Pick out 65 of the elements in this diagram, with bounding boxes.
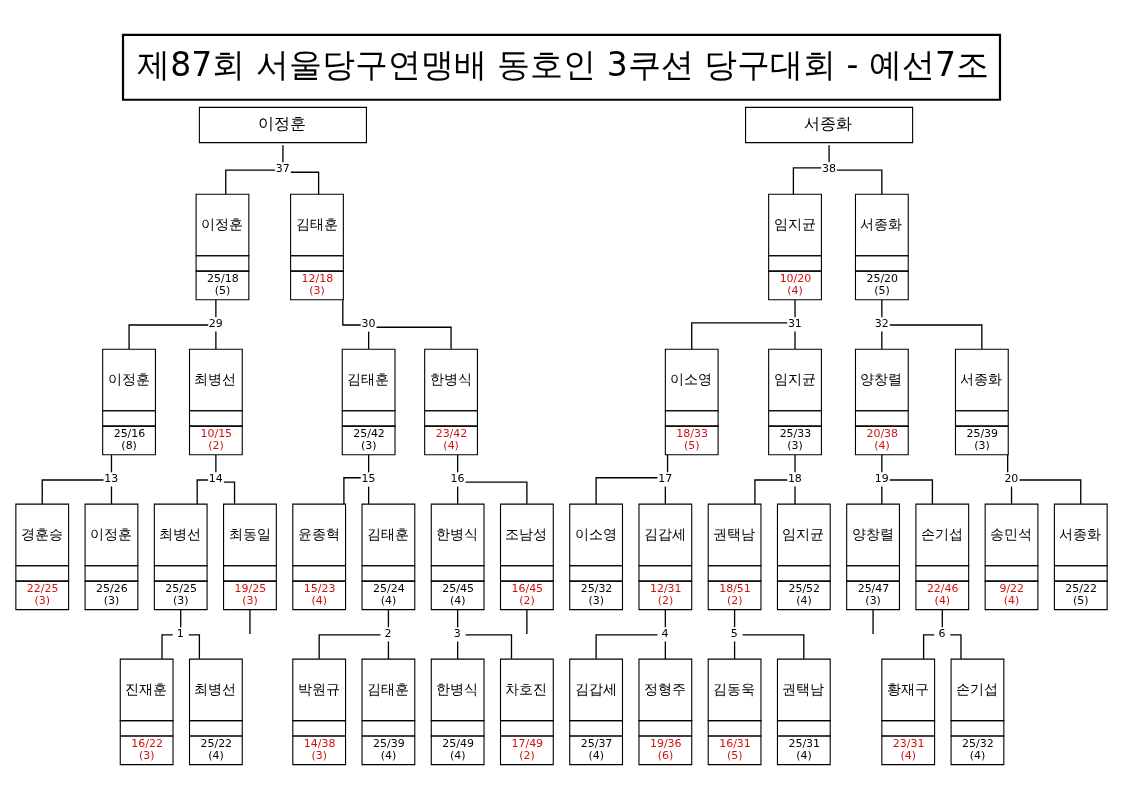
connector: [949, 634, 962, 660]
node-text: 3: [453, 627, 461, 641]
connector: [249, 609, 251, 635]
node-text: 31: [787, 317, 802, 331]
connector: [526, 609, 528, 635]
connector: [128, 324, 209, 350]
connector: [225, 169, 276, 195]
node-text: 30: [361, 317, 376, 331]
connector: [223, 481, 236, 505]
connector: [889, 324, 983, 350]
connector: [881, 454, 883, 473]
node-box: 서종화: [745, 106, 914, 144]
node-text: 18: [787, 472, 802, 486]
node-box: 이정훈: [198, 106, 367, 144]
connector: [343, 477, 362, 505]
node-text: 6: [938, 627, 946, 641]
node-text: 1: [176, 627, 184, 641]
connector: [1018, 479, 1082, 505]
node-text: 29: [208, 317, 223, 331]
connector: [215, 330, 217, 350]
node-text: 15: [361, 472, 376, 486]
connector: [794, 330, 796, 350]
connector: [161, 634, 174, 660]
connector: [691, 322, 788, 350]
node-text: 17: [658, 472, 673, 486]
connector: [828, 144, 830, 163]
connector: [215, 454, 217, 473]
connector: [794, 485, 796, 505]
connector: [881, 485, 883, 505]
connector: [794, 299, 796, 318]
connector: [215, 299, 217, 318]
node-text: 38: [821, 162, 836, 176]
node-text: 20: [1004, 472, 1019, 486]
connector: [282, 144, 284, 163]
node-text: 19: [874, 472, 889, 486]
connector: [922, 634, 935, 660]
connector: [595, 634, 659, 660]
connector: [881, 330, 883, 350]
connector: [836, 169, 883, 195]
connector: [375, 326, 452, 350]
connector: [595, 477, 659, 505]
node-text: 13: [104, 472, 119, 486]
node-text: 32: [874, 317, 889, 331]
connector: [889, 479, 934, 505]
diagram-title: 제87회 서울당구연맹배 동호인 3쿠션 당구대회 - 예선7조: [137, 45, 989, 85]
node-text: 14: [208, 472, 223, 486]
node-text: 5: [730, 627, 738, 641]
connector: [754, 479, 788, 505]
connector: [342, 299, 362, 326]
connector: [792, 167, 822, 195]
connector: [464, 634, 513, 660]
connector: [41, 479, 105, 505]
connector: [196, 479, 209, 505]
connector: [881, 299, 883, 318]
connector: [794, 454, 796, 473]
node-text: 37: [275, 162, 290, 176]
connector: [188, 634, 201, 660]
node-text: 2: [384, 627, 392, 641]
node-text: 4: [661, 627, 669, 641]
connector: [290, 171, 320, 195]
connector: [464, 481, 528, 505]
connector: [318, 634, 382, 660]
node-text: 16: [450, 472, 465, 486]
connector: [741, 634, 805, 660]
connector: [872, 609, 874, 635]
